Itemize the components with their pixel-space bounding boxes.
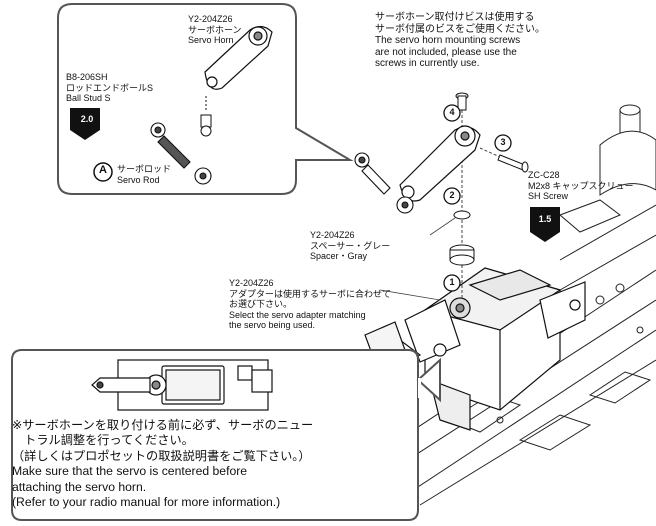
detail-callout — [57, 3, 354, 195]
step-markers — [443, 104, 512, 292]
ball-stud-detail — [200, 96, 212, 137]
bottom-note-line-1: ※サーボホーンを取り付ける前に必ず、サーボのニュー — [12, 418, 314, 432]
top-note-en-2: are not included, please use the — [375, 46, 517, 58]
top-note-en-1: The servo horn mounting screws — [375, 35, 521, 46]
adapter-en-1: Select the servo adapter matching — [229, 309, 366, 320]
hex-size-1-5: 1.5 — [538, 214, 552, 224]
bottom-note-line-6: (Refer to your radio manual for more inf… — [12, 495, 281, 510]
hex-size-2-0: 2.0 — [80, 114, 94, 124]
screw-code: ZC-C28 — [528, 170, 560, 180]
step-1: 1 — [449, 277, 455, 287]
servo-adapter — [449, 244, 475, 266]
side-screw — [497, 154, 529, 173]
adapter-en-2: the servo being used. — [229, 320, 316, 330]
bottom-note-line-5: attaching the servo horn. — [12, 479, 147, 494]
spacer-code: Y2-204Z26 — [310, 230, 355, 240]
hex-wrench-2-0-icon — [70, 108, 100, 140]
adapter-code: Y2-204Z26 — [229, 278, 274, 288]
servo-center-note: ※サーボホーンを取り付ける前に必ず、サーボのニュー トラル調整を行ってください。… — [12, 418, 313, 510]
bottom-note-line-2: トラル調整を行ってください。 — [12, 433, 194, 448]
chassis-posts — [559, 104, 656, 233]
servo-horn-assembled — [399, 125, 481, 202]
spacer — [453, 210, 471, 220]
step-4: 4 — [449, 107, 455, 117]
hex-wrench-1-5-icon — [530, 207, 560, 242]
servo-horn-name-jp: サーボホーン — [188, 24, 242, 35]
top-note-jp-2: サーボ付属のビスをご使用ください。 — [375, 23, 545, 35]
servo-rod-detail — [150, 122, 212, 185]
servo-centered-illustration — [91, 359, 273, 411]
screw-name-en: SH Screw — [528, 191, 569, 201]
bottom-note-line-3: （詳しくはプロポセットの取扱説明書をご覧下さい。） — [12, 448, 311, 463]
servo-horn-name-en: Servo Horn — [188, 35, 234, 45]
ball-stud-code: B8-206SH — [66, 72, 108, 82]
servo-horn-detail — [204, 25, 273, 90]
marker-a-icon — [93, 162, 113, 182]
servo-rod-name-en: Servo Rod — [117, 174, 160, 185]
ball-stud-name-en: Ball Stud S — [66, 93, 111, 103]
servo-rod-marker: A — [99, 164, 107, 176]
servo-rod-assembled — [354, 152, 414, 214]
spacer-name-jp: スペーサー・グレー — [310, 240, 391, 251]
top-note: サーボホーン取付けビスは使用するサーボ付属のビスをご使用ください。The ser… — [375, 12, 545, 70]
adapter-jp-1: アダプターは使用するサーボに合わせて — [229, 288, 392, 299]
ball-stud-name-jp: ロッドエンドボールS — [66, 82, 154, 93]
step-2: 2 — [449, 190, 455, 200]
step-3: 3 — [500, 137, 506, 147]
top-note-jp-1: サーボホーン取付けビスは使用する — [375, 12, 535, 23]
servo-rod-name-jp: サーボロッド — [117, 164, 172, 174]
top-note-en-3: screws in currently use. — [375, 58, 480, 69]
bottom-note-line-4: Make sure that the servo is centered bef… — [12, 464, 248, 479]
servo-horn-code: Y2-204Z26 — [188, 14, 233, 24]
adapter-jp-2: お選び下さい。 — [229, 299, 293, 309]
spacer-name-en: Spacer・Gray — [310, 251, 368, 261]
screw-name-jp: M2x8 キャップスクリュー — [528, 180, 634, 191]
horn-screw — [455, 92, 469, 111]
